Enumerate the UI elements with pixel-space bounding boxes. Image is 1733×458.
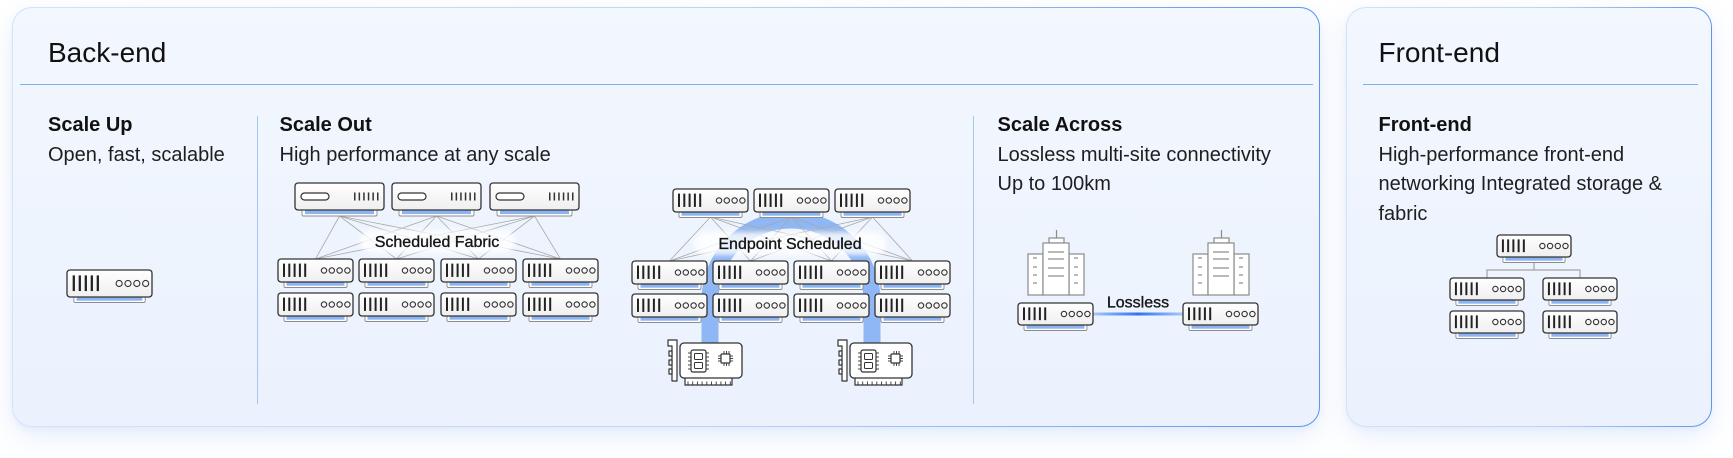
column-separator <box>972 115 974 404</box>
section-description: Lossless multi-site connectivity Up to 1… <box>998 141 1271 200</box>
section-scale-up: Scale Up Open, fast, scalable <box>48 113 225 171</box>
section-title: Scale Out <box>279 113 372 136</box>
backend-panel: Back-end Scale Up Open, fast, scalable S… <box>12 7 1320 427</box>
section-scale-out: Scale Out High performance at any scale <box>280 113 551 171</box>
section-description: Open, fast, scalable <box>48 141 225 171</box>
panel-title: Front-end <box>1378 37 1500 68</box>
section-scale-across: Scale Across Lossless multi-site connect… <box>998 113 1271 200</box>
description-line: Open, fast, scalable <box>48 143 225 166</box>
section-title: Front-end <box>1378 113 1472 136</box>
section-description: High-performance front-end networking In… <box>1378 143 1663 225</box>
section-title: Scale Across <box>997 113 1123 136</box>
title-divider <box>19 83 1313 85</box>
description-line: High performance at any scale <box>279 143 551 166</box>
section-title: Scale Up <box>48 113 133 136</box>
column-separator <box>256 115 258 404</box>
section-front-end: Front-end High-performance front-end net… <box>1379 113 1699 230</box>
description-line: Lossless multi-site connectivity <box>997 143 1271 166</box>
title-divider <box>1362 83 1698 85</box>
description-line: Up to 100km <box>997 173 1111 196</box>
frontend-panel: Front-end Front-end High-performance fro… <box>1346 7 1712 427</box>
section-description: High performance at any scale <box>280 141 551 171</box>
panel-title: Back-end <box>48 37 167 68</box>
